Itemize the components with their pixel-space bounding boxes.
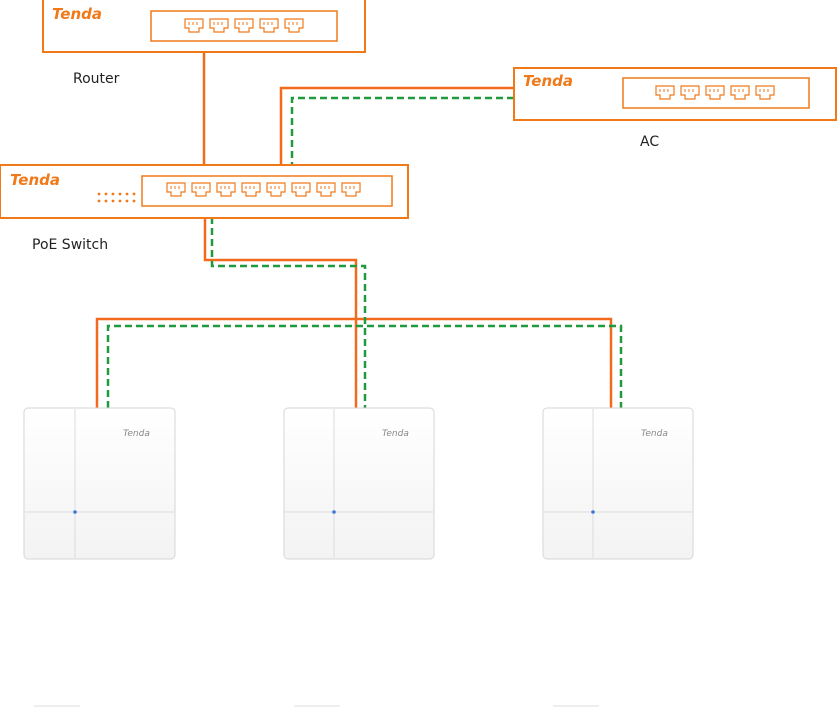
- poe-switch-device: Tenda: [0, 164, 409, 219]
- switch-ap-management-link: [210, 217, 367, 408]
- switch-status-leds: [97, 192, 136, 203]
- ac-management-link: [290, 96, 514, 165]
- switch-ap-trunk-cable: [203, 217, 358, 408]
- router-label: Router: [73, 71, 120, 87]
- router-device: Tenda: [42, 0, 366, 53]
- access-point-1: Tenda: [23, 407, 176, 560]
- ap-status-led: [73, 510, 77, 514]
- ac-switch-cable: [279, 86, 514, 165]
- router-brand-logo: Tenda: [52, 5, 102, 23]
- management-links: [106, 96, 623, 408]
- ap-distribution-cable: [95, 317, 613, 408]
- access-point-3: Tenda: [542, 407, 694, 560]
- poe-switch-label: PoE Switch: [32, 237, 109, 253]
- ac-brand-logo: Tenda: [523, 72, 573, 90]
- ap-brand-logo: Tenda: [123, 429, 150, 439]
- ap-status-led: [332, 510, 336, 514]
- router-port-panel: [150, 10, 338, 42]
- access-point-2: Tenda: [283, 407, 435, 560]
- ethernet-cables: [95, 52, 613, 408]
- switch-brand-logo: Tenda: [10, 171, 60, 189]
- ac-port-panel: [622, 77, 810, 109]
- ap-status-led: [591, 510, 595, 514]
- ap-brand-logo: Tenda: [641, 429, 668, 439]
- ac-device: Tenda: [513, 67, 837, 121]
- ac-label: AC: [640, 134, 660, 150]
- ap-brand-logo: Tenda: [382, 429, 409, 439]
